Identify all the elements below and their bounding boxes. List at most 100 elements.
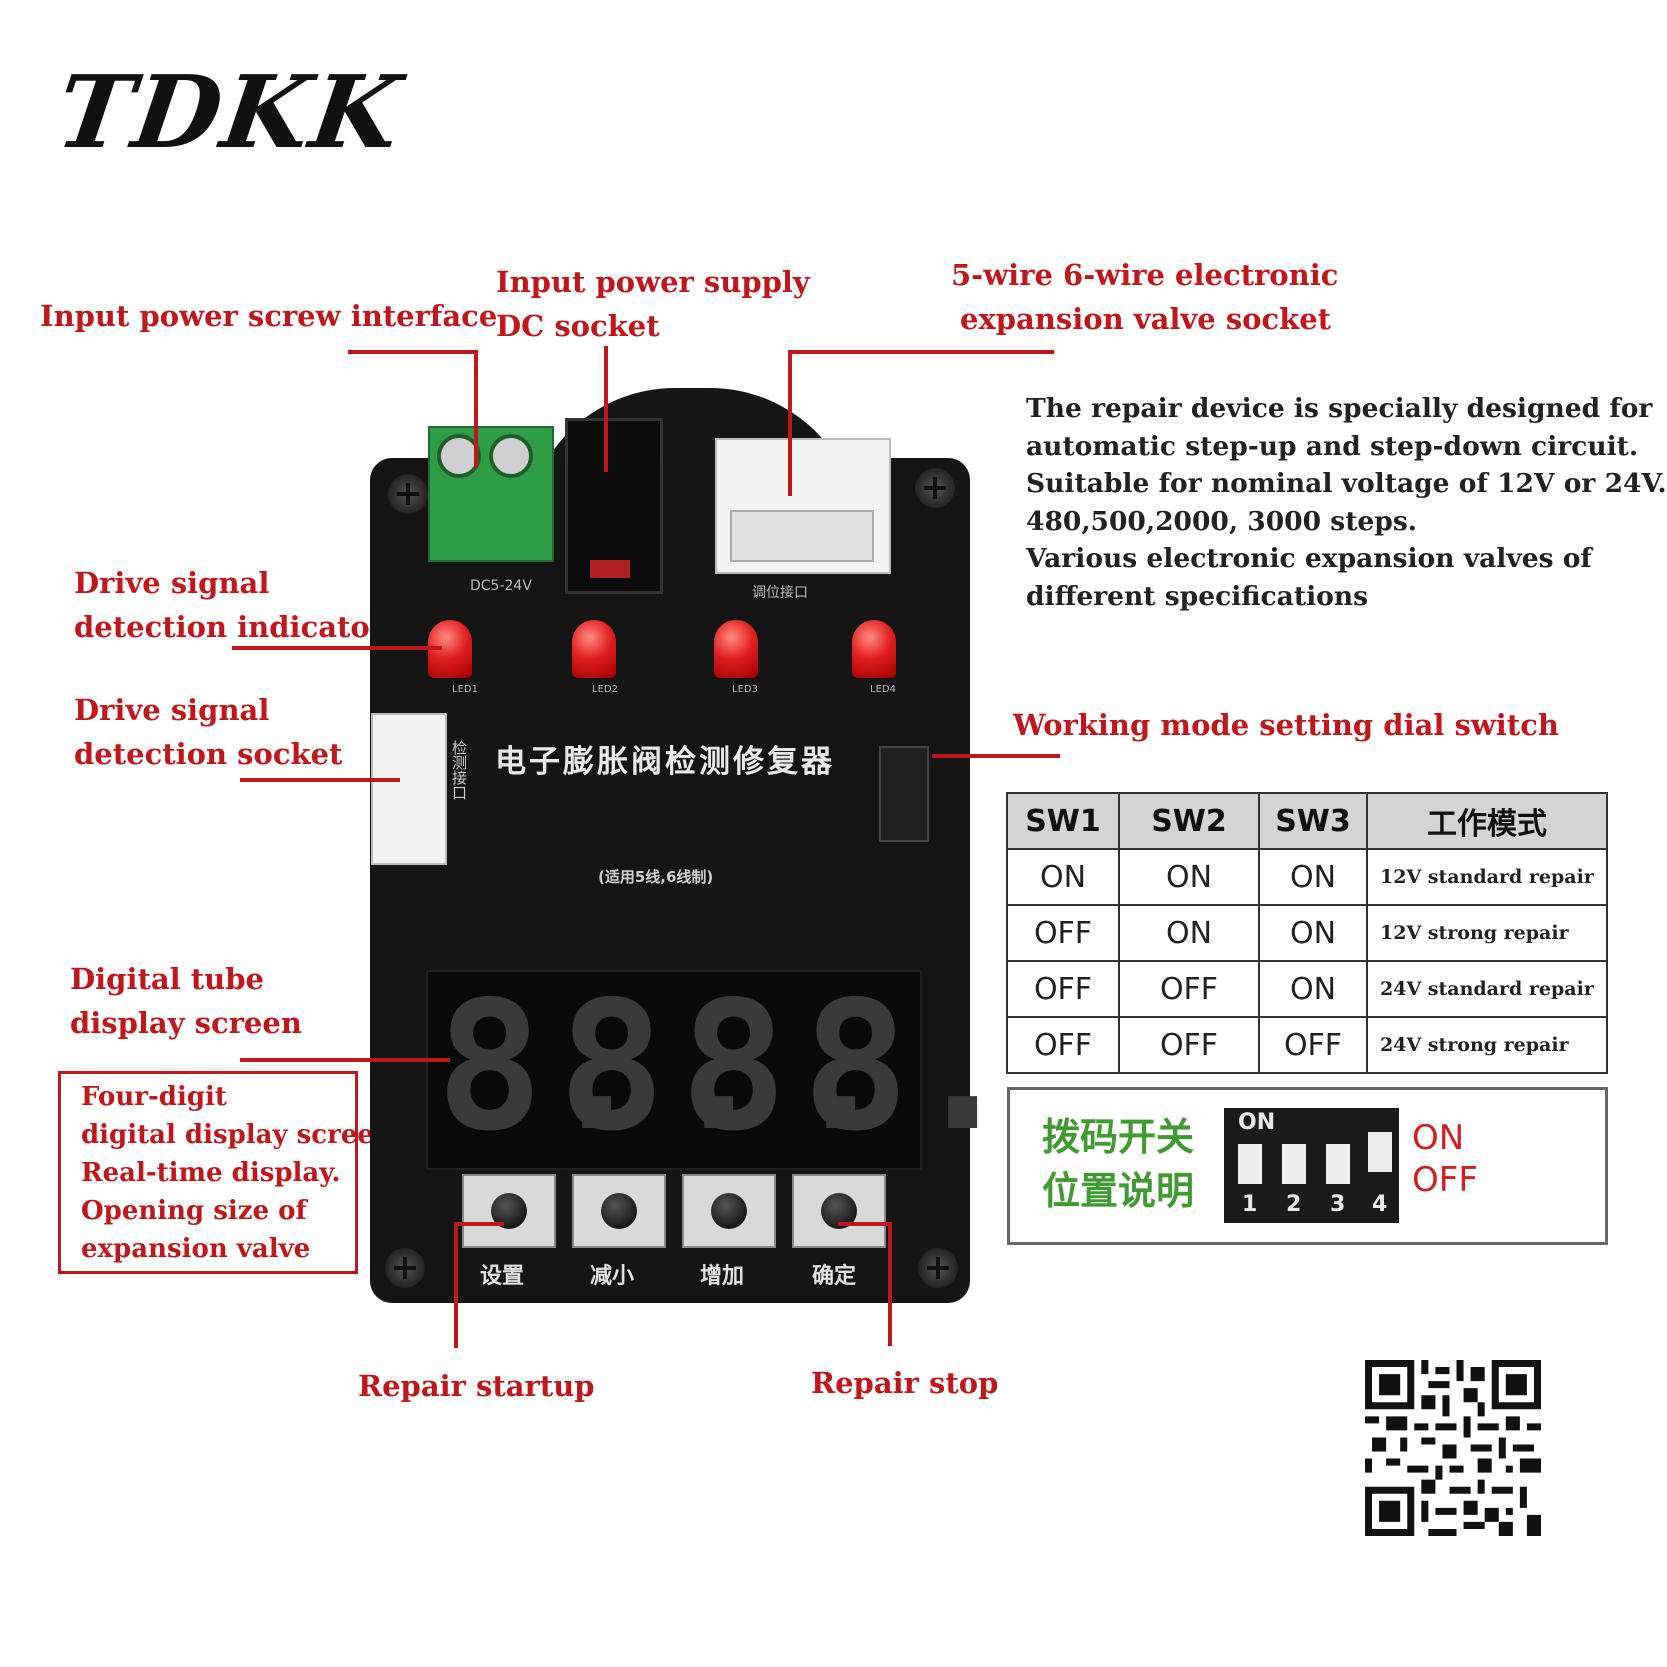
description-line: Various electronic expansion valves of <box>1026 543 1592 574</box>
table-cell: OFF <box>1006 960 1120 1018</box>
table-cell: OFF <box>1118 960 1260 1018</box>
dip-legend-label-line2: 位置说明 <box>1042 1169 1195 1213</box>
terminal-screw-icon <box>489 434 533 478</box>
callout-line <box>838 1222 892 1226</box>
led-label: LED3 <box>732 684 758 695</box>
dip-switch-lever <box>1238 1144 1262 1184</box>
description-block: The repair device is specially designed … <box>1026 390 1667 615</box>
decrease-button[interactable] <box>572 1174 666 1248</box>
label-display-line1: Digital tube <box>70 962 264 996</box>
label-repair-stop: Repair stop <box>811 1366 999 1400</box>
label-valve-socket-line2: expansion valve socket <box>960 302 1332 336</box>
dip-switch-image: ON 1 2 3 4 <box>1224 1108 1399 1223</box>
board-side-port-label: 检测接口 <box>450 740 468 800</box>
table-header-row: SW1 SW2 SW3 工作模式 <box>1006 792 1608 850</box>
dip-state-on: ON <box>1412 1118 1465 1158</box>
description-line: automatic step-up and step-down circuit. <box>1026 430 1639 462</box>
table-cell: 24V strong repair <box>1366 1016 1608 1074</box>
button-label: 增加 <box>700 1264 745 1289</box>
table-cell: 12V standard repair <box>1366 848 1608 906</box>
callout-line <box>604 346 608 472</box>
dip-number: 2 <box>1286 1192 1302 1217</box>
table-row: OFF OFF OFF 24V strong repair <box>1006 1016 1608 1074</box>
dip-switch-lever <box>1282 1144 1306 1184</box>
dc-jack-port <box>590 560 630 578</box>
led-indicator <box>714 620 758 678</box>
label-dial-switch: Working mode setting dial switch <box>1013 708 1559 742</box>
label-valve-socket-line1: 5-wire 6-wire electronic <box>951 258 1339 292</box>
display-note-box <box>58 1071 358 1274</box>
detection-socket <box>371 713 447 865</box>
table-cell: ON <box>1258 848 1368 906</box>
board-title: 电子膨胀阀检测修复器 <box>495 744 835 780</box>
callout-line <box>454 1222 458 1348</box>
label-dc-socket-line2: DC socket <box>496 309 660 343</box>
table-cell: OFF <box>1118 1016 1260 1074</box>
qr-code <box>1365 1360 1541 1536</box>
callout-line <box>240 778 400 782</box>
display-note-line: expansion valve <box>81 1234 311 1264</box>
label-screw-interface: Input power screw interface <box>40 299 498 333</box>
board-valve-port-label: 调位接口 <box>752 585 808 601</box>
dip-on-text: ON <box>1238 1110 1276 1135</box>
display-digit: 8. <box>558 963 773 1170</box>
table-row: OFF ON ON 12V strong repair <box>1006 904 1608 962</box>
callout-line <box>348 350 478 354</box>
table-row: OFF OFF ON 24V standard repair <box>1006 960 1608 1018</box>
dip-number: 4 <box>1372 1192 1388 1217</box>
button-cap <box>711 1193 747 1229</box>
screw-icon <box>388 474 428 514</box>
label-detection-socket-line1: Drive signal <box>74 693 270 727</box>
board-subtitle: (适用5线,6线制) <box>598 868 714 886</box>
description-line: Suitable for nominal voltage of 12V or 2… <box>1026 468 1667 499</box>
led-label: LED1 <box>452 684 478 695</box>
callout-line <box>932 754 1060 758</box>
table-cell: ON <box>1258 904 1368 962</box>
led-indicator <box>572 620 616 678</box>
screw-icon <box>918 1248 958 1288</box>
display-digit: 8. <box>436 963 651 1170</box>
label-detection-socket-line2: detection socket <box>74 737 343 771</box>
confirm-button[interactable] <box>792 1174 886 1248</box>
board-dip-switch <box>879 746 929 842</box>
dip-state-off: OFF <box>1412 1160 1478 1200</box>
callout-line <box>240 1058 450 1062</box>
display-note-line: Real-time display. <box>81 1158 341 1188</box>
screw-icon <box>915 468 955 508</box>
table-cell: 24V standard repair <box>1366 960 1608 1018</box>
table-cell: 12V strong repair <box>1366 904 1608 962</box>
callout-line <box>454 1222 504 1226</box>
led-indicator <box>852 620 896 678</box>
dip-legend-label-line1: 拨码开关 <box>1042 1115 1195 1159</box>
table-header: SW1 <box>1006 792 1120 850</box>
display-note-line: Opening size of <box>81 1196 307 1226</box>
table-row: ON ON ON 12V standard repair <box>1006 848 1608 906</box>
label-display-line2: display screen <box>70 1006 302 1040</box>
board-dc-label: DC5-24V <box>470 578 532 594</box>
table-cell: ON <box>1118 848 1260 906</box>
dip-switch-lever <box>1326 1144 1350 1184</box>
table-header: SW2 <box>1118 792 1260 850</box>
label-dc-socket-line1: Input power supply <box>496 265 810 299</box>
increase-button[interactable] <box>682 1174 776 1248</box>
led-label: LED2 <box>592 684 618 695</box>
table-cell: ON <box>1006 848 1120 906</box>
brand-logo: TDKK <box>49 53 410 171</box>
callout-line <box>232 646 442 650</box>
button-label: 减小 <box>590 1264 635 1289</box>
callout-line <box>788 350 792 496</box>
table-cell: ON <box>1118 904 1260 962</box>
table-cell: ON <box>1258 960 1368 1018</box>
valve-socket-pins <box>730 510 874 562</box>
button-label: 设置 <box>480 1264 525 1289</box>
display-digit: 8. <box>680 963 895 1170</box>
label-repair-startup: Repair startup <box>358 1369 595 1403</box>
table-header: SW3 <box>1258 792 1368 850</box>
table-cell: OFF <box>1006 904 1120 962</box>
dip-switch-lever <box>1368 1132 1392 1172</box>
dip-number: 1 <box>1242 1192 1258 1217</box>
set-button[interactable] <box>462 1174 556 1248</box>
button-label: 确定 <box>812 1264 857 1289</box>
display-note-line: digital display screen. <box>81 1120 402 1150</box>
label-indicator-line1: Drive signal <box>74 566 270 600</box>
